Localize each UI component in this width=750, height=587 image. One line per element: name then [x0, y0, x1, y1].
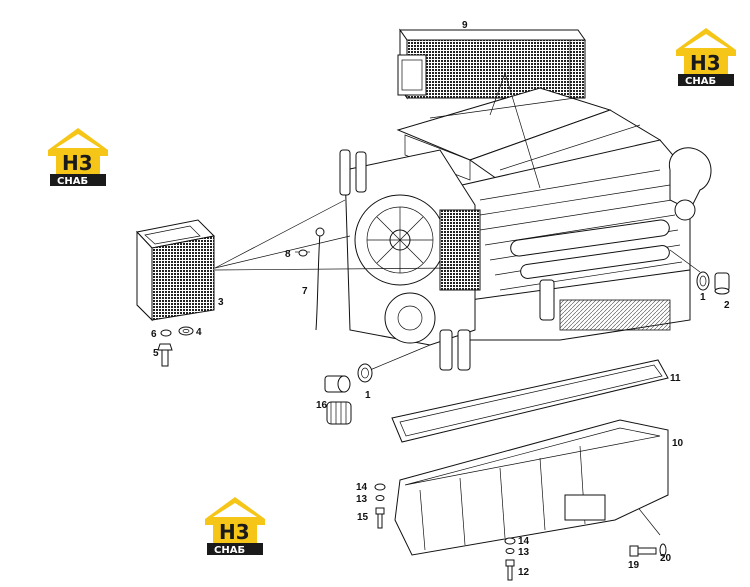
logo-caption: СНАБ [214, 545, 245, 556]
callout-19: 19 [628, 560, 640, 571]
callout-14a: 14 [356, 482, 368, 493]
watermark-logo-bottom: H3 СНАБ [205, 497, 265, 556]
logo-letters: H3 [219, 520, 250, 544]
logo-letters: H3 [62, 151, 93, 175]
logo-caption: СНАБ [685, 76, 716, 87]
callout-1a: 1 [700, 292, 706, 303]
callout-8: 8 [285, 249, 291, 260]
callout-12: 12 [518, 567, 530, 578]
plug-part-8 [298, 249, 308, 257]
leader-lines [214, 72, 701, 536]
oil-pan-part-10 [394, 419, 669, 556]
callout-11: 11 [670, 373, 681, 384]
watermark-logo-top-right: H3 СНАБ [676, 28, 736, 87]
charge-air-cooler-part-9 [397, 28, 586, 100]
callout-14b: 14 [518, 536, 530, 547]
oil-cooler-part-3 [136, 219, 216, 322]
callout-2: 2 [724, 300, 730, 311]
logo-letters: H3 [690, 51, 721, 75]
engine-assembly [339, 87, 712, 371]
callout-4: 4 [196, 327, 202, 338]
seal-and-plug-1-2 [696, 271, 730, 295]
callout-7: 7 [302, 286, 308, 297]
fasteners-12-13-14 [504, 537, 516, 581]
filter-part-16 [324, 363, 373, 425]
dipstick-part-7 [315, 227, 325, 331]
callout-labels: 9 3 6 4 5 8 7 1 2 1 16 11 10 14 13 15 14… [151, 20, 730, 578]
callout-1b: 1 [365, 390, 371, 401]
callout-13b: 13 [518, 547, 530, 558]
callout-20: 20 [660, 553, 672, 564]
callout-10: 10 [672, 438, 684, 449]
callout-3: 3 [218, 297, 224, 308]
logo-caption: СНАБ [57, 176, 88, 187]
callout-15: 15 [357, 512, 369, 523]
oil-pan-gasket-part-11 [391, 359, 669, 443]
callout-6: 6 [151, 329, 157, 340]
callout-9: 9 [462, 20, 468, 31]
callout-5: 5 [153, 348, 159, 359]
drain-plug-19-20 [629, 543, 667, 557]
watermark-logo-left: H3 СНАБ [48, 128, 108, 187]
callout-16: 16 [316, 400, 328, 411]
fasteners-4-5-6 [157, 326, 194, 367]
fasteners-13-14-15 [374, 483, 386, 529]
callout-13a: 13 [356, 494, 368, 505]
